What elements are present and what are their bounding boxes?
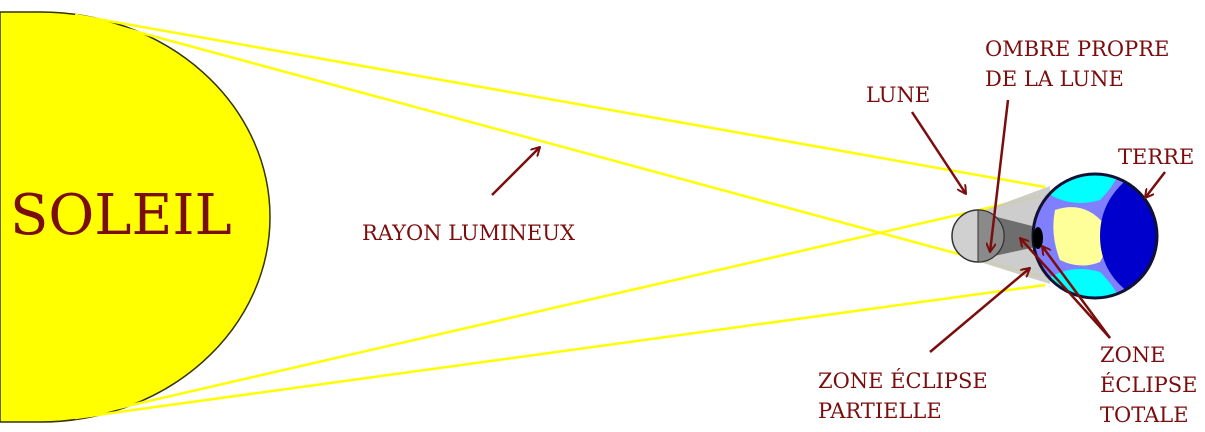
- earth: [1033, 170, 1170, 300]
- total-zone-label-line3: TOTALE: [1100, 400, 1189, 430]
- ray-pointer-arrow: [492, 147, 540, 195]
- earth-pointer-arrow: [1145, 172, 1165, 198]
- moon-shadow-label-line1: OMBRE PROPRE: [985, 34, 1169, 64]
- total-eclipse-spot: [1033, 227, 1043, 249]
- partial-zone-label-line1: ZONE ÉCLIPSE: [818, 366, 988, 396]
- total-zone-label-line1: ZONE: [1100, 340, 1166, 370]
- ray-label: RAYON LUMINEUX: [362, 218, 575, 248]
- earth-label: TERRE: [1118, 142, 1194, 172]
- moon: [952, 210, 1004, 262]
- moon-pointer-arrow: [912, 112, 966, 194]
- moon-shadow-label-line2: DE LA LUNE: [985, 64, 1124, 94]
- partial-zone-label-line2: PARTIELLE: [818, 396, 942, 426]
- total-zone-label-line2: ÉCLIPSE: [1100, 370, 1197, 400]
- partial-pointer-arrow: [930, 268, 1030, 352]
- moon-label: LUNE: [866, 80, 930, 110]
- sun-label: SOLEIL: [10, 186, 232, 246]
